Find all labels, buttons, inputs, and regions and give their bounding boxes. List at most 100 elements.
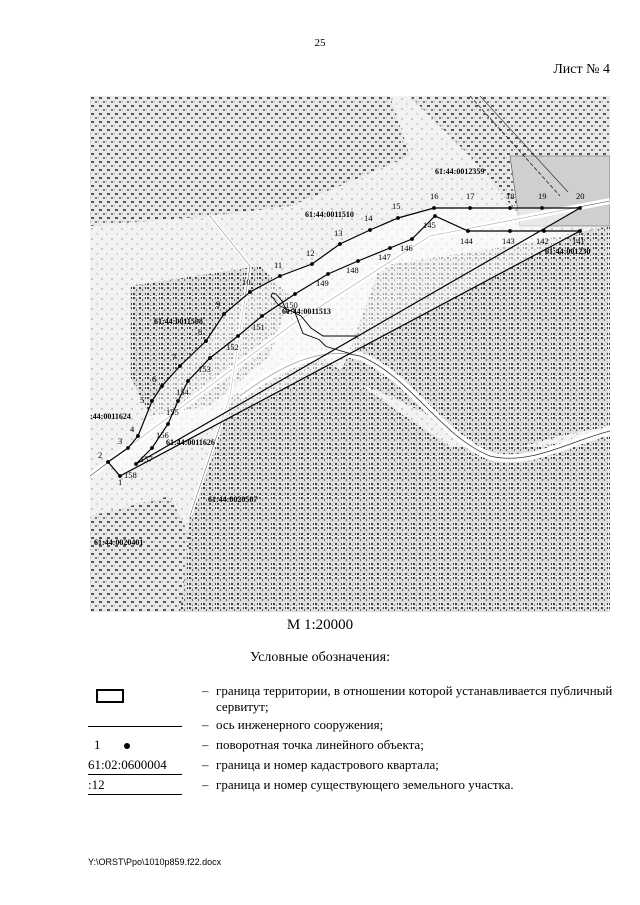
axis-point-label-5: 5	[140, 395, 144, 405]
boundary-point-label-145: 145	[423, 220, 436, 230]
axis-point-label-18: 18	[506, 191, 515, 201]
axis-point-label-2: 2	[98, 450, 102, 460]
boundary-point-dot-152	[236, 334, 240, 338]
axis-point-dot-2	[106, 460, 110, 464]
axis-point-label-20: 20	[576, 191, 585, 201]
residential-area-southwest	[90, 496, 190, 612]
axis-point-dot-1	[118, 474, 122, 478]
legend-item-land-parcel: :12 – граница и номер существующего земе…	[88, 777, 618, 795]
axis-point-dot-14	[368, 228, 372, 232]
boundary-points-layer: 1411421431441451461471481491501511521531…	[124, 214, 585, 480]
boundary-point-label-157: 157	[140, 454, 153, 464]
axis-point-label-10: 10	[242, 277, 251, 287]
boundary-point-dot-149	[326, 272, 330, 276]
legend-dash: –	[202, 757, 209, 772]
legend-text: граница и номер существующего земельного…	[216, 777, 514, 792]
axis-point-dot-6	[160, 384, 164, 388]
axis-point-dot-16	[432, 206, 436, 210]
railway-line	[469, 96, 561, 197]
axis-point-dot-15	[396, 216, 400, 220]
axis-point-dot-9	[222, 312, 226, 316]
axis-point-dot-13	[338, 242, 342, 246]
boundary-point-label-147: 147	[378, 252, 391, 262]
legend-point-number: 1	[94, 737, 101, 752]
legend-title: Условные обозначения:	[249, 650, 391, 665]
engineering-structure-axis	[270, 292, 358, 354]
cadastral-label-11513: 61:44:0011513	[282, 307, 331, 316]
cadastral-label-11508: 61:44:0011508	[154, 317, 203, 326]
sheet-label: Лист № 4	[553, 62, 610, 77]
boundary-point-label-146: 146	[400, 243, 413, 253]
axis-point-dot-12	[310, 262, 314, 266]
boundary-point-dot-158	[134, 462, 138, 466]
page-number: 25	[314, 37, 326, 49]
boundary-point-label-148: 148	[346, 265, 359, 275]
axis-point-dot-10	[248, 290, 252, 294]
axis-point-label-16: 16	[430, 191, 439, 201]
cadastral-label-11510: 61:44:0011510	[305, 210, 354, 219]
axis-point-dot-18	[508, 206, 512, 210]
legend-dash: –	[202, 717, 209, 732]
boundary-point-dot-156	[166, 422, 170, 426]
axis-point-dot-19	[540, 206, 544, 210]
boundary-point-dot-155	[176, 399, 180, 403]
boundary-point-label-156: 156	[156, 430, 169, 440]
axis-point-label-7: 7	[172, 352, 176, 362]
axis-point-label-14: 14	[364, 213, 373, 223]
axis-point-dot-7	[178, 364, 182, 368]
axis-point-label-19: 19	[538, 191, 547, 201]
cadastral-label-11626: 61:44:0011626	[166, 438, 215, 447]
axis-point-label-4: 4	[130, 424, 135, 434]
boundary-point-label-153: 153	[198, 364, 211, 374]
legend-text: ось инженерного сооружения;	[216, 717, 384, 732]
legend-dash: –	[202, 737, 209, 752]
cadastral-label-20401: 61:44:0020401	[94, 538, 143, 547]
boundary-point-dot-150	[293, 292, 297, 296]
boundary-point-label-155: 155	[166, 407, 179, 417]
boundary-point-dot-153	[208, 356, 212, 360]
axis-point-label-12: 12	[306, 248, 315, 258]
axis-point-dot-8	[204, 339, 208, 343]
legend-dash: –	[202, 683, 209, 698]
footer-file-path: Y:\ORST\Ppo\1010p859.f22.docx	[88, 857, 222, 867]
point-dot-icon	[124, 743, 130, 749]
axis-point-label-6: 6	[152, 374, 156, 384]
legend-item-cadastral-quarter: 61:02:0600004 – граница и номер кадастро…	[88, 757, 618, 775]
boundary-point-label-158: 158	[124, 470, 137, 480]
cadastral-label-11624: :44:0011624	[90, 412, 131, 421]
boundary-point-dot-154	[186, 379, 190, 383]
boundary-point-dot-146	[410, 237, 414, 241]
boundary-point-label-152: 152	[226, 342, 239, 352]
cadastral-label-20507: 61:44:0020507	[208, 495, 257, 504]
residential-area-south	[180, 356, 610, 612]
cadastral-label-1230: 61:44:001230	[545, 247, 590, 256]
map-scale: М 1:20000	[286, 617, 354, 633]
legend-text: граница территории, в отношении которой …	[216, 683, 613, 714]
boundary-point-label-142: 142	[536, 236, 549, 246]
boundary-point-dot-143	[508, 229, 512, 233]
boundary-point-label-149: 149	[316, 278, 329, 288]
axis-point-dot-17	[468, 206, 472, 210]
boundary-point-dot-157	[150, 446, 154, 450]
legend-cadastral-number: 61:02:0600004	[88, 757, 182, 775]
axis-point-label-17: 17	[466, 191, 475, 201]
legend-parcel-number: :12	[88, 777, 182, 795]
legend-item-axis: – ось инженерного сооружения;	[88, 717, 618, 735]
cadastral-label-12359: 61:44:0012359	[435, 167, 484, 176]
axis-point-label-15: 15	[392, 201, 401, 211]
boundary-point-label-143: 143	[502, 236, 515, 246]
boundary-point-dot-151	[260, 314, 264, 318]
boundary-point-label-141: 141	[572, 236, 585, 246]
axis-point-label-3: 3	[118, 436, 122, 446]
legend-item-servitude-boundary: – граница территории, в отношении которо…	[88, 683, 618, 717]
boundary-point-dot-142	[542, 229, 546, 233]
residential-area-north	[90, 96, 410, 226]
axis-point-label-8: 8	[198, 327, 202, 337]
axis-point-label-13: 13	[334, 228, 343, 238]
railway-line-2	[479, 96, 569, 193]
legend-text: граница и номер кадастрового квартала;	[216, 757, 439, 772]
boundary-point-label-154: 154	[176, 387, 190, 397]
boundary-point-dot-145	[433, 214, 437, 218]
